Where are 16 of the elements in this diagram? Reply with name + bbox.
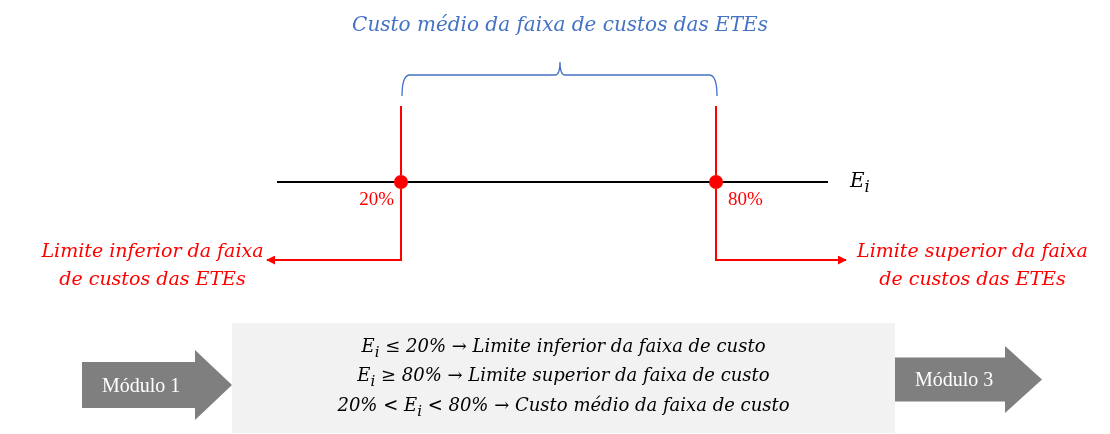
module-label: Módulo 1 [102,373,181,397]
limit-label: Limite inferior da faixa de custos das ETEs [40,238,265,291]
rule-text: 20% < E$_{i}$ < 80% → Custo médio da faixa de custo [337,392,790,422]
range-caption: Custo médio da faixa de custos das ETEs [351,12,769,36]
threshold-point [394,175,408,189]
arrow [266,188,402,265]
rule-text: E$_{i}$ ≤ 20% → Limite inferior da faixa de custo [361,333,766,363]
percent-label: 20% [358,188,394,210]
module-label: Módulo 3 [915,368,994,391]
formula-panel [232,323,895,433]
percent-label: 80% [728,188,764,210]
limit-label: Limite superior da faixa de custos das ETEs [855,238,1089,291]
axis-label: E$_{i}$ [850,168,871,196]
arrow [715,188,847,265]
threshold-point [709,175,723,189]
rule-text: E$_{i}$ ≥ 80% → Limite superior da faixa de custo [357,363,770,392]
